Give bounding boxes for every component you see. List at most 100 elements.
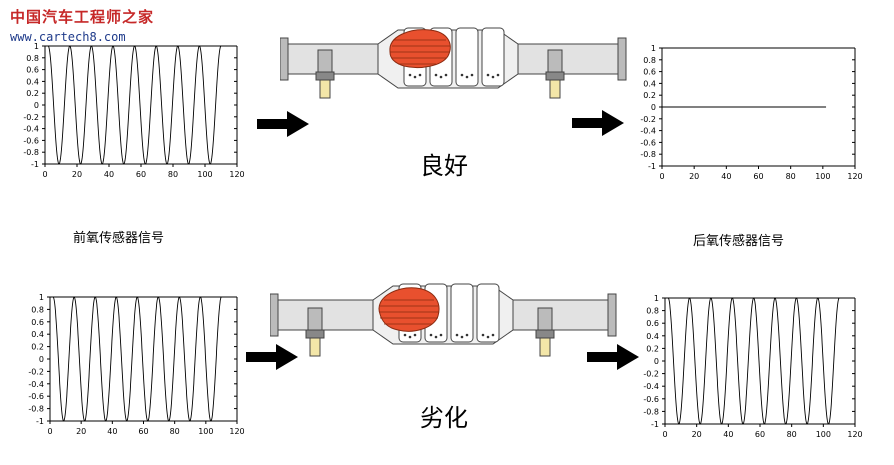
x-tick-label: 40: [107, 427, 117, 436]
x-tick-label: 0: [47, 427, 52, 436]
y-tick-label: 0.4: [26, 77, 39, 86]
oxygen-sensor-icon: [535, 307, 555, 357]
signal-line: [47, 45, 222, 165]
y-tick-label: 0: [651, 103, 656, 112]
converter-body: [377, 27, 519, 89]
y-tick-label: 0.4: [643, 79, 656, 88]
y-tick-label: 0.6: [31, 318, 44, 327]
converter-body: [372, 283, 514, 345]
y-tick-label: -1: [651, 420, 659, 429]
x-tick-label: 60: [136, 170, 146, 179]
x-tick-label: 0: [662, 430, 667, 439]
y-tick-label: -0.6: [28, 392, 44, 401]
y-tick-label: -0.2: [28, 367, 44, 376]
y-tick-label: -1: [36, 417, 44, 426]
y-tick-label: 1: [34, 42, 39, 51]
y-tick-label: 0.2: [26, 89, 39, 98]
x-tick-label: 20: [689, 172, 699, 181]
exhaust-pipe-left: [270, 293, 374, 337]
y-tick-label: 0.6: [26, 66, 39, 75]
y-tick-label: 0.6: [643, 68, 656, 77]
x-tick-label: 120: [847, 172, 862, 181]
right-arrow-icon: [587, 344, 639, 370]
y-tick-label: 0.8: [646, 307, 659, 316]
y-tick-label: 0: [654, 357, 659, 366]
y-tick-label: -0.2: [643, 370, 659, 379]
right-arrow-icon: [246, 344, 298, 370]
y-tick-label: 0.8: [26, 54, 39, 63]
x-tick-label: 20: [72, 170, 82, 179]
rear-sensor-caption: 后氧传感器信号: [693, 234, 785, 249]
x-tick-label: 100: [815, 172, 830, 181]
y-tick-label: 0.6: [646, 319, 659, 328]
x-tick-label: 60: [753, 172, 763, 181]
y-tick-label: -0.4: [643, 382, 659, 391]
status-degraded-label: 劣化: [420, 404, 468, 432]
y-tick-label: 0.8: [31, 305, 44, 314]
y-tick-label: -1: [648, 162, 656, 171]
x-tick-label: 100: [197, 170, 212, 179]
x-tick-label: 80: [786, 172, 796, 181]
y-tick-label: -0.8: [640, 150, 656, 159]
right-arrow-icon: [572, 110, 624, 136]
x-tick-label: 0: [42, 170, 47, 179]
y-tick-label: 0.8: [643, 56, 656, 65]
exhaust-pipe-right: [512, 293, 617, 337]
x-tick-label: 60: [755, 430, 765, 439]
y-tick-label: 1: [651, 44, 656, 53]
y-tick-label: -0.2: [23, 113, 39, 122]
y-tick-label: 0.4: [646, 332, 659, 341]
right-arrow-icon: [257, 111, 309, 137]
y-tick-label: 0.2: [643, 91, 656, 100]
y-tick-label: 0.2: [646, 344, 659, 353]
y-tick-label: -0.6: [23, 136, 39, 145]
x-tick-label: 100: [198, 427, 213, 436]
site-watermark: 中国汽车工程师之家: [10, 8, 155, 26]
x-tick-label: 80: [168, 170, 178, 179]
status-good-label: 良好: [420, 152, 468, 180]
x-tick-label: 100: [816, 430, 831, 439]
x-tick-label: 40: [723, 430, 733, 439]
y-tick-label: -0.6: [643, 395, 659, 404]
y-tick-label: -0.4: [23, 125, 39, 134]
catalytic-converter-icon: [270, 283, 617, 357]
oxygen-sensor-icon: [315, 49, 335, 99]
x-tick-label: 0: [659, 172, 664, 181]
x-tick-label: 80: [170, 427, 180, 436]
x-tick-label: 120: [229, 170, 244, 179]
y-tick-label: 0: [39, 355, 44, 364]
y-tick-label: 0: [34, 101, 39, 110]
y-tick-label: -0.8: [23, 148, 39, 157]
y-tick-label: -0.8: [28, 405, 44, 414]
x-tick-label: 40: [104, 170, 114, 179]
y-tick-label: -0.4: [28, 380, 44, 389]
y-tick-label: 1: [39, 293, 44, 302]
x-tick-label: 120: [847, 430, 862, 439]
front-sensor-caption: 前氧传感器信号: [73, 231, 165, 246]
oxygen-sensor-icon: [305, 307, 325, 357]
x-tick-label: 20: [692, 430, 702, 439]
x-tick-label: 80: [787, 430, 797, 439]
y-tick-label: -1: [31, 160, 39, 169]
y-tick-label: -0.4: [640, 127, 656, 136]
signal-line: [52, 296, 222, 422]
y-tick-label: -0.8: [643, 407, 659, 416]
y-tick-label: 0.2: [31, 343, 44, 352]
x-tick-label: 120: [229, 427, 244, 436]
catalytic-converter-icon: [280, 27, 627, 99]
oxygen-sensor-icon: [545, 49, 565, 99]
y-tick-label: 0.4: [31, 330, 44, 339]
x-tick-label: 60: [138, 427, 148, 436]
signal-line: [667, 297, 840, 425]
x-tick-label: 20: [76, 427, 86, 436]
y-tick-label: -0.6: [640, 138, 656, 147]
y-tick-label: -0.2: [640, 115, 656, 124]
